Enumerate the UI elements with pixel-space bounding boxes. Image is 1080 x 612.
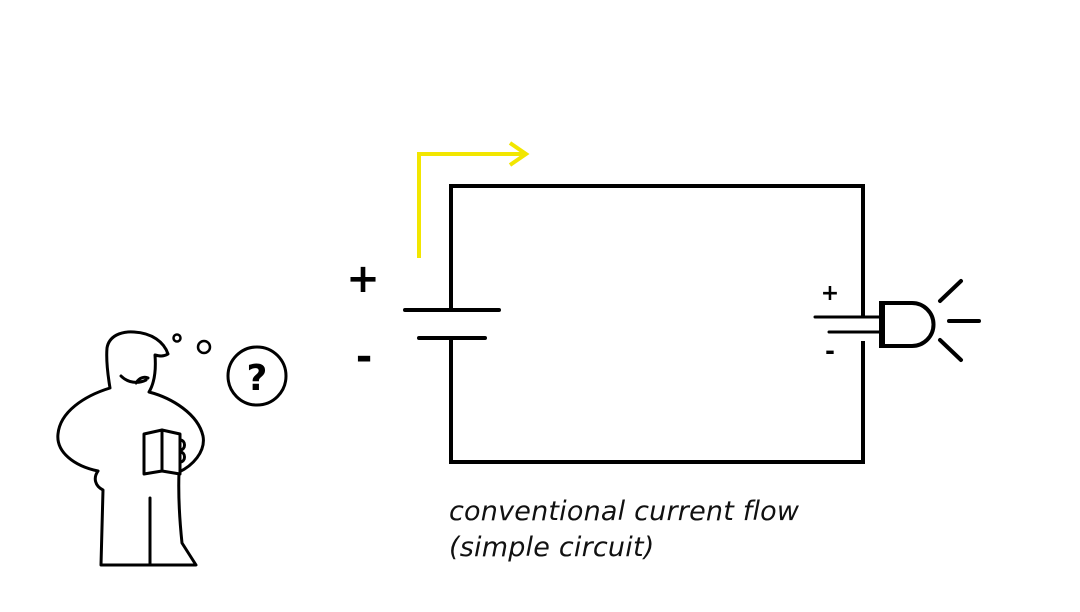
led-light-ray <box>938 279 963 303</box>
diagram-caption: conventional current flow (simple circui… <box>449 494 799 566</box>
person-face-detail <box>119 374 150 385</box>
caption-line-1: conventional current flow <box>449 496 800 527</box>
thought-dot-small <box>172 333 182 343</box>
led-base <box>879 301 885 348</box>
battery-symbol <box>403 308 501 340</box>
thinking-person-figure <box>56 330 205 567</box>
person-outline <box>56 330 205 567</box>
manual-booklet <box>142 428 186 476</box>
battery-positive-label: + <box>346 256 380 302</box>
caption-line-2: (simple circuit) <box>449 532 655 563</box>
current-flow-arrow <box>417 141 530 258</box>
led-positive-label: + <box>821 281 839 306</box>
led-light-ray <box>938 338 963 362</box>
circuit-wire <box>449 184 865 464</box>
thought-dot-medium <box>196 339 212 355</box>
led-negative-label: - <box>825 337 835 365</box>
question-bubble <box>226 345 288 407</box>
led-symbol <box>813 279 981 362</box>
question-mark-icon: ? <box>247 358 268 399</box>
battery-negative-label: - <box>356 334 373 380</box>
thought-bubble <box>172 333 288 407</box>
led-dome <box>883 301 936 348</box>
